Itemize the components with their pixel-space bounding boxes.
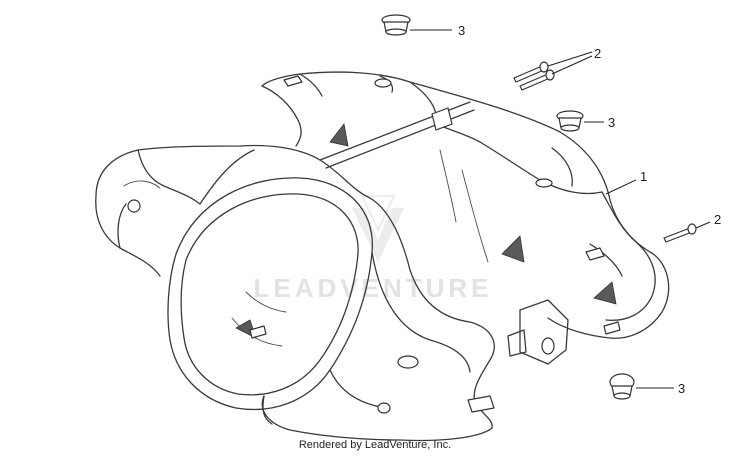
rear-handlebar-cover [261,71,670,365]
leader-1 [605,179,637,195]
callout-3-middle: 3 [608,115,615,130]
screw-top-a [513,61,549,83]
render-credit: Rendered by LeadVenture, Inc. [298,439,452,451]
callout-2-right: 2 [714,212,721,227]
callout-3-bottom: 3 [678,381,685,396]
leader-2-top-a [547,51,593,67]
cross-bar [319,101,475,169]
watermark-text: LEADVENTURE [253,273,492,303]
grommet-top [381,14,411,36]
screw-top-b [519,69,555,91]
screw-right [663,223,697,243]
leader-2-top-b [551,55,593,75]
callout-1: 1 [640,169,647,184]
callout-2-top: 2 [594,46,601,61]
grommet-bottom [609,373,635,400]
front-handlebar-cover [95,144,495,442]
grommet-middle [556,110,584,132]
leader-2-right [695,221,711,229]
callout-3-top: 3 [458,23,465,38]
